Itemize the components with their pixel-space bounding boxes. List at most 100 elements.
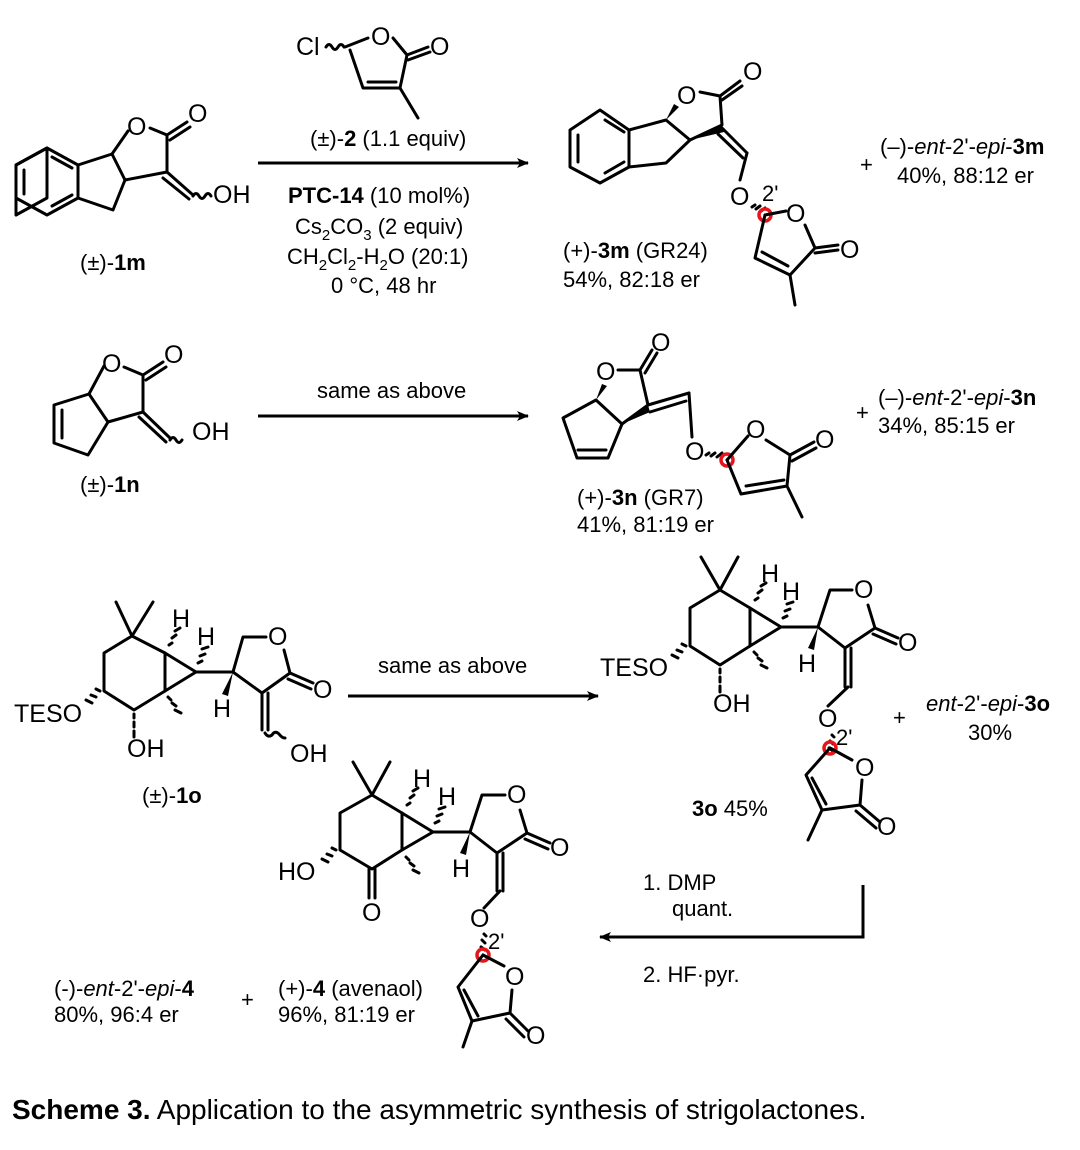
svg-text:O: O [815, 426, 834, 454]
plus-sign-3: + [893, 705, 906, 730]
svg-text:O: O [470, 905, 489, 933]
catalyst-name: PTC-14 [288, 183, 365, 208]
plus-sign-2: + [856, 400, 869, 425]
svg-text:O: O [786, 200, 805, 228]
stereocenter-2prime-highlight [719, 452, 735, 468]
svg-text:O: O [550, 834, 569, 862]
conditions-same-as-above-1: same as above [317, 378, 466, 403]
svg-text:H: H [782, 578, 800, 606]
compound-1o-label: (±)-1o [142, 783, 202, 808]
step1-reagent: 1. DMP [643, 870, 716, 895]
svg-text:H: H [413, 765, 431, 793]
compound-epi-4-label: (-)-ent-2'-epi-4 [54, 976, 195, 1001]
compound-1o-structure: H H H O O OH TESO OH [14, 600, 332, 768]
svg-text:O: O [685, 438, 704, 466]
svg-text:OH: OH [213, 181, 251, 209]
ring-oxygen: O [371, 23, 390, 51]
solvent-conditions: CH2Cl2-H2O (20:1) [287, 244, 469, 274]
compound-3m-structure: O O O 2' O O [568, 58, 859, 307]
side-product-3n-yield: 34%, 85:15 er [878, 413, 1015, 438]
reaction-arrow-4 [599, 885, 865, 942]
compound-1m-label: (±)-1m [80, 250, 146, 275]
reagent-2-structure: Cl O O [296, 23, 449, 120]
plus-sign-4: + [241, 987, 254, 1012]
svg-text:TESO: TESO [14, 700, 82, 728]
plus-sign-1: + [860, 152, 873, 177]
svg-text:OH: OH [713, 690, 751, 718]
svg-text:2': 2' [836, 725, 852, 750]
svg-text:O: O [188, 100, 207, 128]
temperature-time: 0 °C, 48 hr [331, 273, 436, 298]
conditions-block: PTC-14 (10 mol%) Cs2CO3 (2 equiv) CH2Cl2… [287, 183, 470, 298]
compound-4-label: (+)-4 (avenaol) [278, 976, 423, 1001]
carbonyl-oxygen: O [430, 33, 449, 61]
svg-text:O: O [854, 576, 873, 604]
svg-text:H: H [452, 855, 470, 883]
svg-text:OH: OH [127, 735, 165, 763]
svg-text:H: H [172, 605, 190, 633]
compound-3o-structure: H H H O O O 2' O O TESO OH [600, 555, 917, 842]
svg-text:O: O [526, 1022, 545, 1050]
compound-1m-structure: O O OH [14, 100, 251, 217]
compound-1n-label: (±)-1n [80, 472, 140, 497]
svg-text:PTC-14 (10 mol%): PTC-14 (10 mol%) [288, 183, 470, 208]
svg-text:H: H [438, 783, 456, 811]
svg-text:O: O [898, 629, 917, 657]
svg-text:O: O [505, 963, 524, 991]
compound-3o-label: 3o 45% [692, 796, 768, 821]
svg-text:H: H [761, 560, 779, 588]
svg-text:O: O [268, 623, 287, 651]
step1-yield: quant. [672, 896, 733, 921]
step2-reagent: 2. HF·pyr. [643, 962, 740, 987]
svg-text:O: O [818, 705, 837, 733]
svg-text:O: O [840, 236, 859, 264]
svg-text:O: O [677, 82, 696, 110]
svg-text:O: O [313, 676, 332, 704]
compound-3n-yield: 41%, 81:19 er [577, 512, 714, 537]
svg-text:TESO: TESO [600, 654, 668, 682]
compound-3m-label: (+)-3m (GR24) [563, 238, 708, 263]
svg-text:OH: OH [192, 418, 230, 446]
svg-text:O: O [362, 899, 381, 927]
svg-text:O: O [651, 329, 670, 357]
stereocenter-2prime-highlight [822, 740, 838, 756]
compound-3n-label: (+)-3n (GR7) [577, 485, 704, 510]
compound-1n-structure: O O OH [52, 341, 230, 457]
svg-text:O: O [164, 341, 183, 369]
svg-text:O: O [746, 416, 765, 444]
svg-text:HO: HO [278, 858, 316, 886]
svg-text:O: O [743, 58, 762, 86]
svg-text:OH: OH [290, 740, 328, 768]
svg-text:H: H [213, 695, 231, 723]
svg-text:O: O [102, 350, 121, 378]
compound-4-structure: H H H O O O 2' O O HO O [278, 760, 569, 1050]
side-product-3o-yield: 30% [968, 720, 1012, 745]
caption-text: Application to the asymmetric synthesis … [150, 1094, 867, 1125]
figure-caption: Scheme 3. Application to the asymmetric … [12, 1094, 866, 1126]
caption-label: Scheme 3. [12, 1094, 151, 1125]
svg-text:O: O [855, 754, 874, 782]
svg-text:2': 2' [762, 181, 778, 206]
chlorine-atom: Cl [296, 33, 320, 61]
svg-text:O: O [507, 781, 526, 809]
reagent-label: (±)-2 (1.1 equiv) [310, 126, 466, 151]
svg-text:H: H [197, 623, 215, 651]
base-conditions: Cs2CO3 (2 equiv) [295, 214, 463, 244]
compound-3m-yield: 54%, 82:18 er [563, 267, 700, 292]
compound-3n-structure: O O O O O [561, 329, 834, 519]
svg-text:O: O [877, 813, 896, 841]
svg-text:2': 2' [488, 929, 504, 954]
svg-text:O: O [127, 113, 146, 141]
side-product-3o-label: ent-2'-epi-3o [926, 691, 1050, 716]
svg-text:O: O [730, 183, 749, 211]
side-product-3n-label: (–)-ent-2'-epi-3n [878, 385, 1036, 410]
side-product-3m-label: (–)-ent-2'-epi-3m [880, 134, 1044, 159]
compound-4-yield: 96%, 81:19 er [278, 1002, 415, 1027]
stereocenter-2prime-highlight [475, 947, 491, 963]
side-product-3m-yield: 40%, 88:12 er [897, 163, 1034, 188]
compound-epi-4-yield: 80%, 96:4 er [54, 1002, 179, 1027]
reaction-scheme: Cl O O (±)-2 (1.1 equiv) PTC-14 (10 mol%… [14, 23, 1050, 1050]
svg-text:H: H [798, 650, 816, 678]
conditions-same-as-above-2: same as above [378, 653, 527, 678]
svg-text:O: O [596, 358, 615, 386]
